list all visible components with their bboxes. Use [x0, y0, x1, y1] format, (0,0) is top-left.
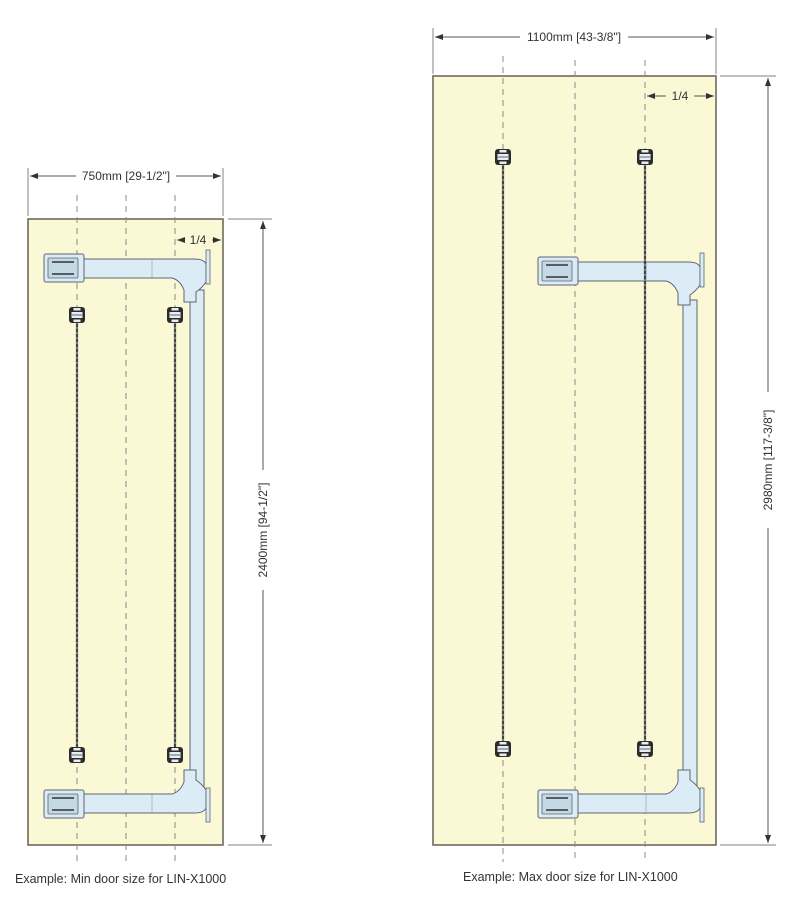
vertical-tube	[189, 289, 205, 791]
min-door-diagram: 750mm [29-1/2"] 1/4	[15, 168, 272, 886]
offset-label: 1/4	[190, 233, 207, 247]
pivot-clip	[636, 740, 654, 758]
height-dimension-label: 2980mm [117-3/8"]	[761, 410, 775, 511]
max-door-diagram: 1100mm [43-3/8"] 1/4	[432, 28, 776, 884]
pivot-clip	[166, 746, 184, 764]
pivot-clip	[166, 306, 184, 324]
height-dimension: 2980mm [117-3/8"]	[720, 75, 776, 846]
width-dimension-label: 1100mm [43-3/8"]	[527, 30, 621, 44]
offset-dimension: 1/4	[647, 89, 714, 103]
height-dimension: 2400mm [94-1/2"]	[228, 218, 272, 846]
pivot-clip	[68, 306, 86, 324]
pivot-clip	[68, 746, 86, 764]
pivot-rods	[501, 164, 647, 742]
width-dimension-label: 750mm [29-1/2"]	[82, 169, 170, 183]
pivot-rods	[75, 322, 177, 748]
width-dimension: 1100mm [43-3/8"]	[432, 28, 717, 74]
caption: Example: Max door size for LIN-X1000	[463, 870, 678, 884]
offset-dimension: 1/4	[177, 233, 221, 247]
width-dimension: 750mm [29-1/2"]	[27, 168, 224, 216]
pivot-clip	[636, 148, 654, 166]
offset-label: 1/4	[672, 89, 689, 103]
pivot-clip	[494, 740, 512, 758]
pivot-clip	[494, 148, 512, 166]
height-dimension-label: 2400mm [94-1/2"]	[256, 483, 270, 578]
vertical-tube	[682, 299, 698, 791]
caption: Example: Min door size for LIN-X1000	[15, 872, 226, 886]
